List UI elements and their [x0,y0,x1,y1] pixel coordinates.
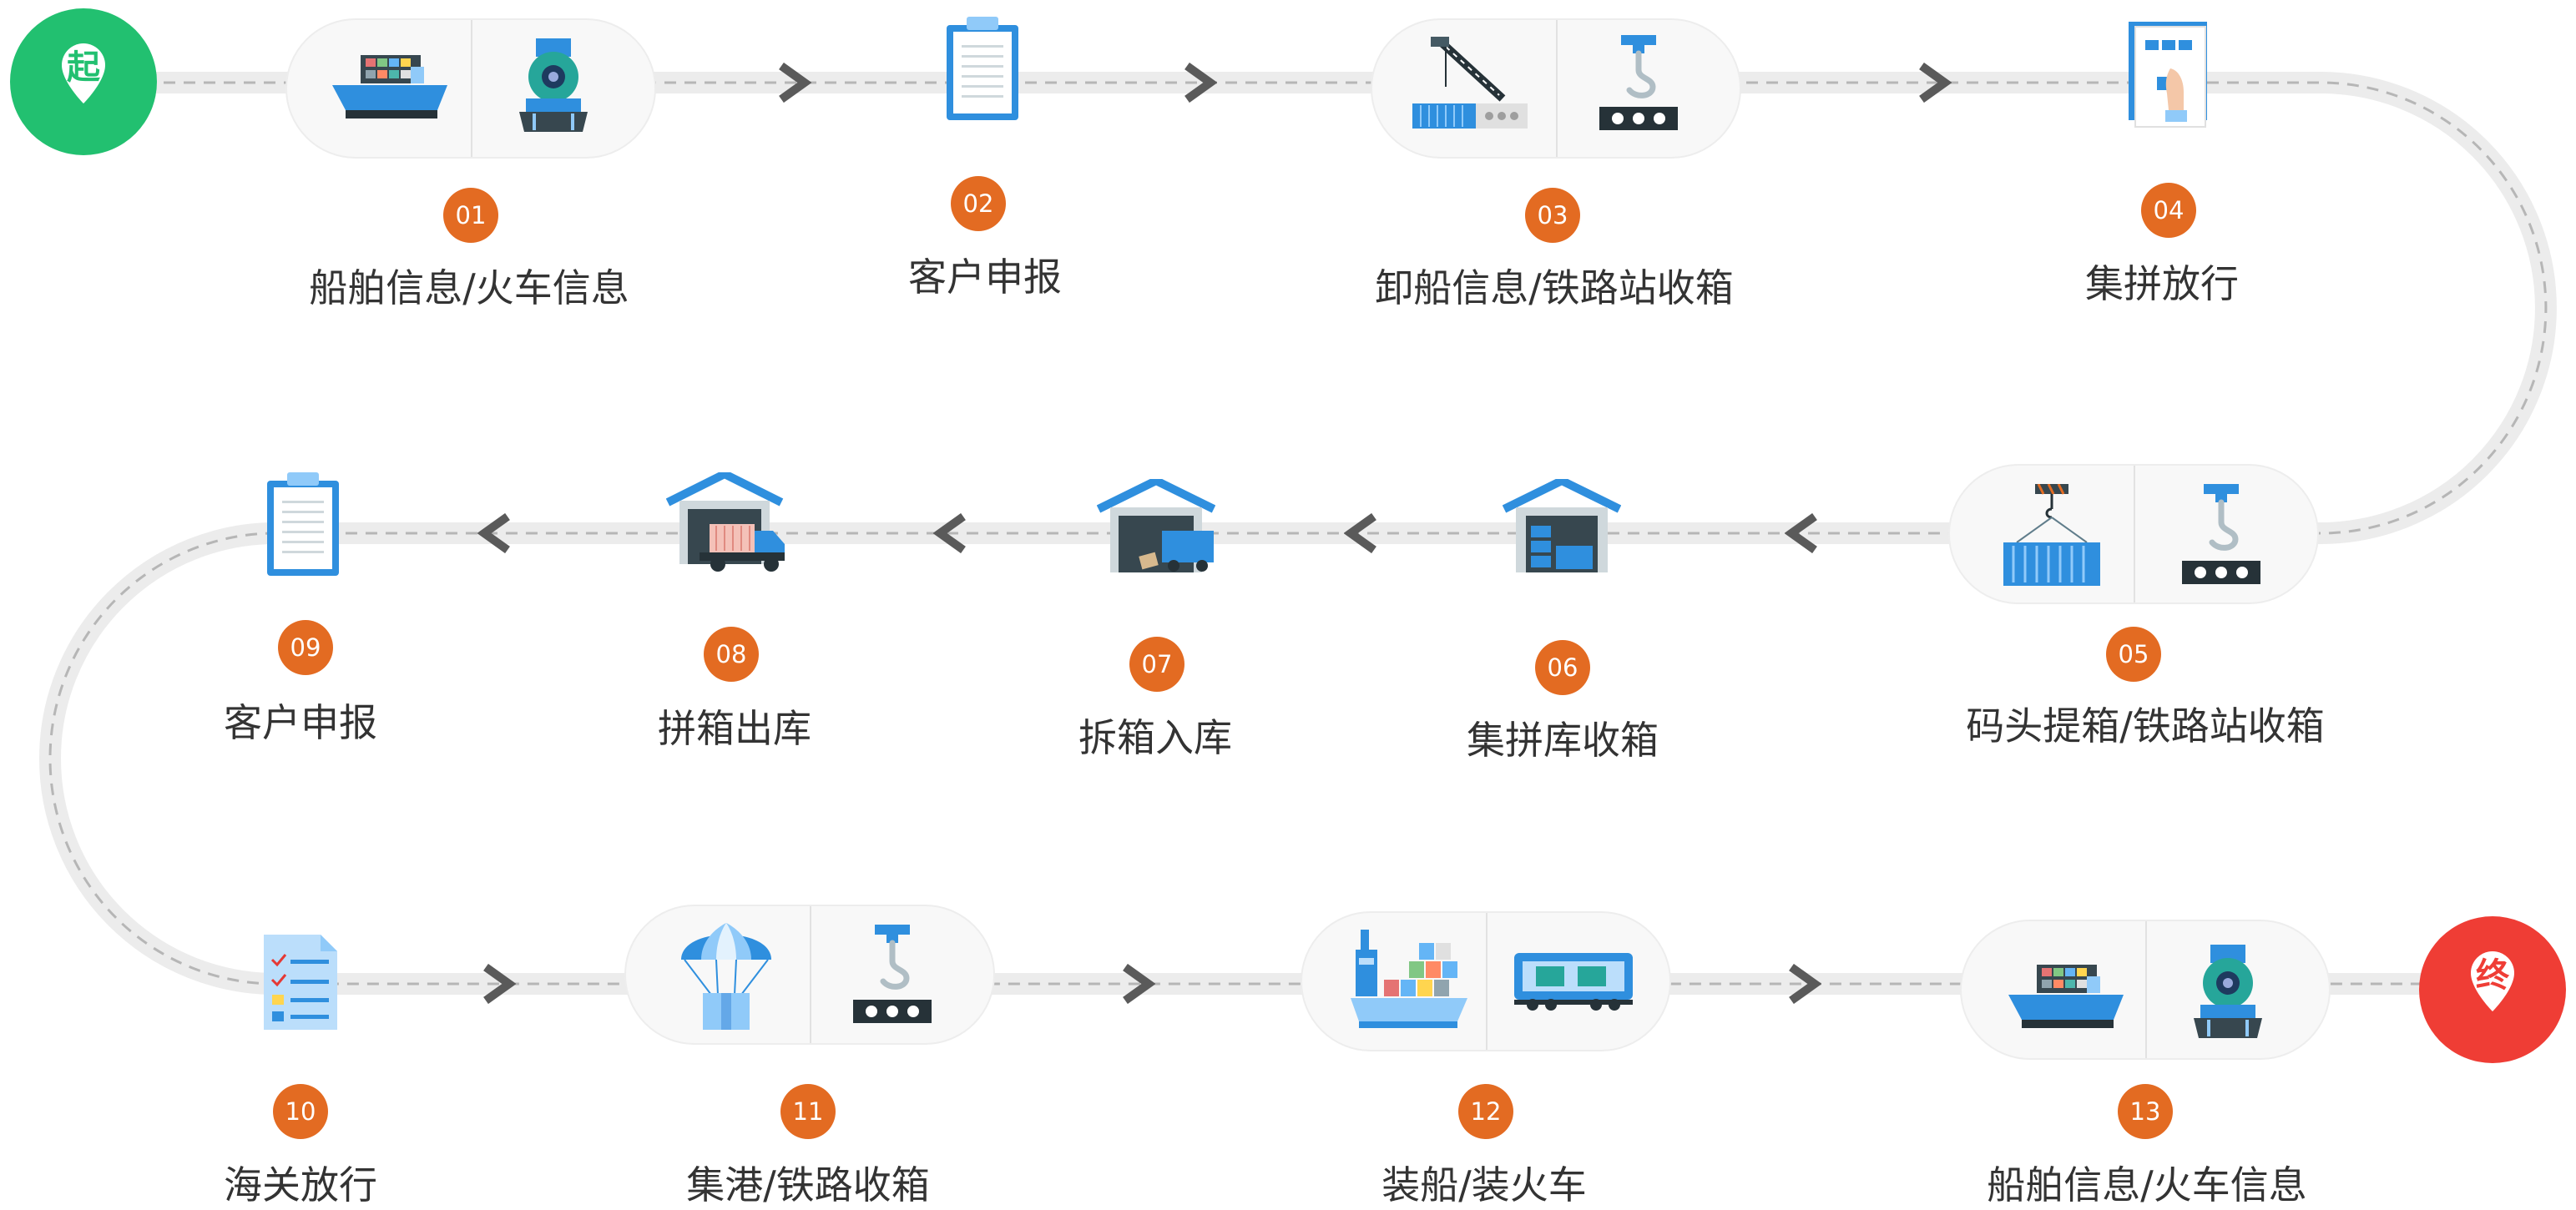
chevron-left-icon [1344,513,1381,553]
step-12-number: 12 [1458,1084,1513,1139]
chevron-right-icon [1180,63,1217,103]
step-12-label: 装船/装火车 [1381,1162,1587,1207]
step-06-number: 06 [1535,640,1590,695]
ship-icon [2003,956,2129,1036]
step-10-number: 10 [273,1084,328,1139]
step-13-number: 13 [2118,1084,2173,1139]
clipboard-icon [264,472,342,577]
step-04-label: 集拼放行 [2085,261,2239,306]
step-03-label: 卸船信息/铁路站收箱 [1375,265,1734,310]
step-11-icon-card [624,905,995,1045]
parachute-box-icon [678,911,775,1031]
chevron-right-icon [479,964,516,1004]
step-01-number: 01 [443,188,498,243]
step-02-label: 客户申报 [908,255,1062,300]
gantry-hook-icon [1594,35,1683,134]
step-09-number: 09 [278,620,333,675]
step-08-label: 拼箱出库 [658,706,811,751]
step-10-label: 海关放行 [224,1162,377,1207]
step-07-label: 拆箱入库 [1078,715,1232,760]
chevron-left-icon [933,513,970,553]
step-13-label: 船舶信息/火车信息 [1987,1162,2307,1207]
container-hoist-icon [2000,484,2104,589]
chevron-right-icon [1915,63,1952,103]
gantry-hook-icon [2177,484,2265,587]
step-07-number: 07 [1129,637,1184,692]
cargo-ship-icon [1349,925,1469,1030]
step-08-number: 08 [704,627,759,682]
chevron-right-icon [775,63,811,103]
clipboard-icon [945,17,1020,122]
step-03-number: 03 [1525,188,1580,243]
step-04-number: 04 [2141,183,2196,238]
start-marker: 起 [10,8,157,164]
chevron-left-icon [1785,513,1821,553]
rail-wagon-icon [1511,950,1636,1011]
step-02-number: 02 [951,176,1006,231]
warehouse-shelves-icon [1503,479,1621,574]
step-05-number: 05 [2106,627,2161,682]
step-11-label: 集港/铁路收箱 [686,1162,930,1207]
warehouse-unloading-icon [1097,479,1215,574]
warehouse-truck-icon [666,472,788,574]
end-pin-icon [2419,916,2566,1063]
end-marker: 终 [2419,916,2566,1071]
chevron-right-icon [1119,964,1155,1004]
ship-icon [327,47,452,127]
locomotive-icon [2182,940,2274,1041]
step-05-label: 码头提箱/铁路站收箱 [1966,703,2325,749]
start-pin-icon [10,8,157,155]
dock-crane-icon [1409,37,1531,134]
release-document-icon [2124,18,2215,137]
locomotive-icon [508,33,599,135]
step-01-label: 船舶信息/火车信息 [309,265,629,310]
chevron-left-icon [477,513,514,553]
gantry-hook-icon [848,925,937,1026]
step-06-label: 集拼库收箱 [1467,718,1659,763]
checklist-icon [260,931,341,1033]
step-11-number: 11 [780,1084,836,1139]
step-13-icon-card [1960,920,2331,1060]
step-09-label: 客户申报 [224,700,377,745]
chevron-right-icon [1785,964,1821,1004]
track-dashes [48,81,2548,986]
